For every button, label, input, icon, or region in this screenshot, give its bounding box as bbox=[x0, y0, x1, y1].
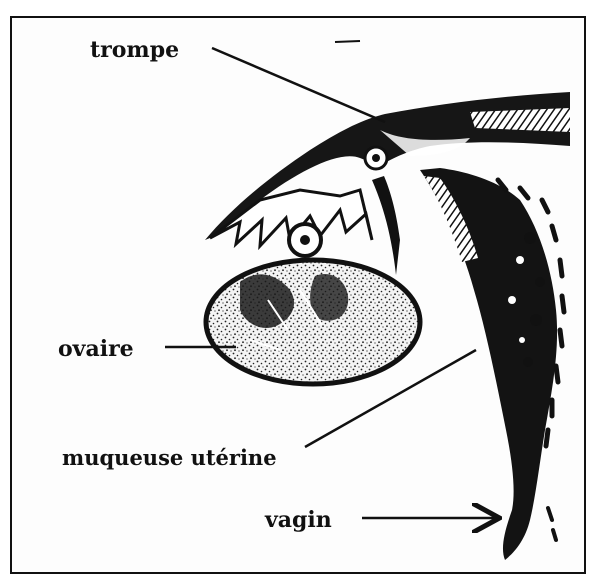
stray-mark bbox=[335, 41, 360, 42]
trompe-leader bbox=[212, 48, 385, 122]
ovaire-shape bbox=[206, 260, 420, 384]
label-vagin: vagin bbox=[264, 507, 332, 533]
uterus-wall bbox=[420, 168, 564, 560]
label-trompe: trompe bbox=[90, 37, 179, 63]
label-muqueuse: muqueuse utérine bbox=[62, 445, 277, 470]
ovule bbox=[289, 224, 321, 256]
label-ovaire: ovaire bbox=[58, 336, 134, 362]
